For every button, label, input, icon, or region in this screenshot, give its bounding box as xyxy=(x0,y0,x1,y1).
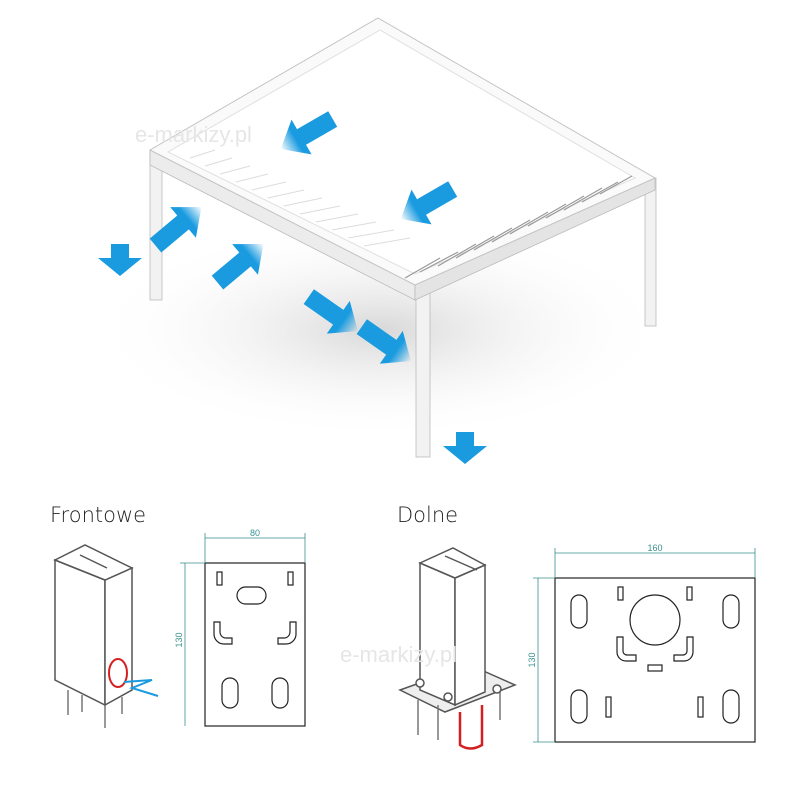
bottom-post-drawing xyxy=(398,547,517,750)
front-width-dimension: 80 xyxy=(250,528,260,538)
arrow-down-icon xyxy=(443,432,487,464)
watermark: e-markizy.pl xyxy=(135,122,252,147)
front-height-dimension: 130 xyxy=(174,632,184,647)
bottom-plate-drawing xyxy=(554,577,756,743)
front-section-title: Frontowe xyxy=(50,503,147,527)
front-post-drawing xyxy=(53,544,159,728)
front-dimensions xyxy=(180,533,306,726)
watermark: e-markizy.pl xyxy=(340,642,457,667)
bottom-width-dimension: 160 xyxy=(647,543,662,553)
bottom-height-dimension: 130 xyxy=(527,652,537,667)
bottom-section-title: Dolne xyxy=(397,503,459,527)
front-plate-drawing xyxy=(204,562,306,727)
bottom-dimensions xyxy=(533,548,756,743)
